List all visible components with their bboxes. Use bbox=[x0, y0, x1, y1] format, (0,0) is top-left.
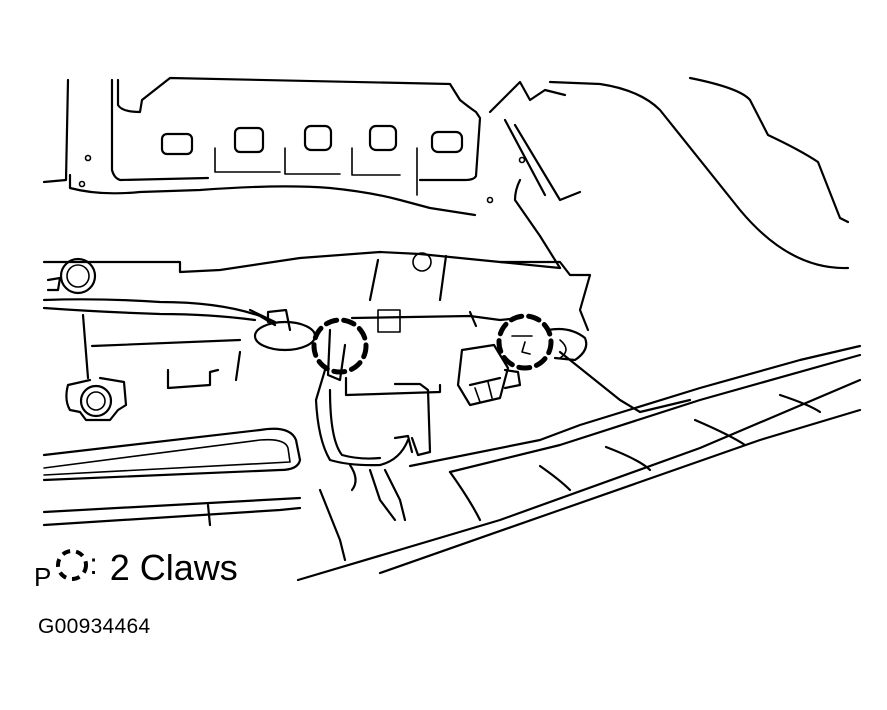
legend-letter: P bbox=[34, 562, 52, 592]
claw-callout-2 bbox=[496, 313, 554, 371]
harness-bracket bbox=[42, 250, 592, 422]
dashed-circle-icon bbox=[53, 546, 91, 584]
connector bbox=[456, 343, 522, 407]
floor-tray bbox=[42, 344, 862, 582]
carpet-edge bbox=[548, 76, 850, 270]
legend-colon: : bbox=[89, 548, 98, 581]
legend: P : 2 Claws bbox=[34, 540, 238, 590]
upper-bracket bbox=[42, 76, 582, 270]
wire-harness bbox=[314, 368, 442, 522]
figure-id: G00934464 bbox=[38, 615, 151, 638]
claw-callout-1 bbox=[311, 317, 369, 375]
legend-text: 2 Claws bbox=[109, 547, 238, 588]
